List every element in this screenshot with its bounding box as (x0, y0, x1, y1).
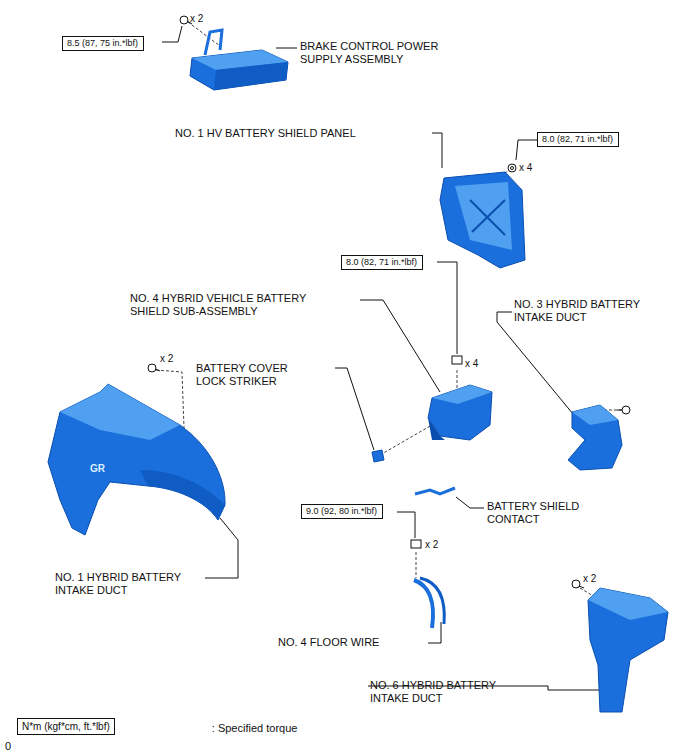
part-name: BATTERY COVER LOCK STRIKER (196, 362, 311, 388)
torque-value: N*m (kgf*cm, ft.*lbf) (22, 721, 110, 732)
battery-shield-sub-assembly (428, 385, 492, 440)
floor-wire (420, 578, 444, 624)
hv-battery-shield-panel (455, 182, 512, 250)
battery-shield-sub-assembly (428, 418, 445, 440)
battery-shield-contact (415, 488, 455, 494)
part-name: BRAKE CONTROL POWER SUPPLY ASSEMBLY (300, 40, 450, 66)
hv-battery-shield-panel (470, 200, 505, 235)
hv-battery-shield-panel (440, 172, 525, 268)
no3-intake-duct (568, 405, 622, 470)
no1-intake-duct (48, 384, 225, 535)
no6-intake-duct (588, 588, 668, 712)
battery-shield-contact (415, 488, 455, 494)
lock-striker (372, 450, 384, 462)
leader-line (276, 48, 297, 49)
fastener (617, 410, 622, 411)
fastener (148, 364, 156, 372)
brake-control-power-supply (190, 50, 288, 90)
hv-battery-shield-panel (440, 172, 525, 268)
floor-wire (414, 580, 433, 628)
quantity-label: x 2 (583, 572, 596, 585)
fastener (180, 16, 188, 24)
embossed-mark: GR (90, 462, 105, 475)
fastener (622, 406, 630, 414)
fastener (511, 167, 514, 170)
dashed-line (380, 425, 432, 455)
leader-line (497, 312, 578, 420)
leader-line (360, 300, 440, 392)
leader-line (397, 512, 415, 538)
part-name: NO. 4 HYBRID VEHICLE BATTERY SHIELD SUB-… (130, 292, 345, 318)
lock-striker (372, 450, 384, 462)
part-name: NO. 6 HYBRID BATTERY INTAKE DUCT (370, 679, 530, 705)
fastener (155, 369, 160, 371)
part-name: NO. 1 HV BATTERY SHIELD PANEL (175, 127, 356, 140)
brake-control-power-supply (205, 30, 222, 55)
figure-number: 0 (5, 740, 11, 753)
leader-line (205, 518, 238, 578)
no6-intake-duct (588, 588, 668, 712)
part-name: NO. 4 FLOOR WIRE (278, 636, 379, 649)
legend-box: N*m (kgf*cm, ft.*lbf): Specified torque (17, 718, 115, 735)
fastener (572, 580, 580, 588)
leader-line (162, 26, 182, 42)
leader-line (432, 133, 442, 168)
quantity-label: x 2 (425, 538, 438, 551)
part-name: NO. 3 HYBRID BATTERY INTAKE DUCT (514, 298, 669, 324)
torque-value: 8.5 (87, 75 in.*lbf) (67, 38, 138, 48)
no3-intake-duct (568, 405, 622, 470)
fastener (579, 586, 584, 588)
torque-box: 9.0 (92, 80 in.*lbf) (301, 504, 383, 519)
fastener (452, 356, 462, 364)
part-name: BATTERY SHIELD CONTACT (487, 500, 602, 526)
no3-intake-duct (572, 405, 618, 425)
torque-value: 8.0 (82, 71 in.*lbf) (542, 134, 613, 144)
quantity-label: x 2 (190, 12, 203, 25)
quantity-label: x 2 (160, 352, 173, 365)
torque-box: 8.0 (82, 71 in.*lbf) (341, 255, 423, 270)
torque-box: 8.5 (87, 75 in.*lbf) (62, 36, 144, 51)
leader-line (456, 497, 484, 508)
torque-box: 8.0 (82, 71 in.*lbf) (537, 132, 619, 147)
leader-line (516, 140, 537, 160)
leader-line (548, 690, 600, 691)
torque-value: 8.0 (82, 71 in.*lbf) (346, 257, 417, 267)
leader-line (335, 368, 374, 450)
dashed-line (188, 22, 220, 46)
leader-line (437, 262, 457, 354)
fastener (411, 540, 421, 548)
no1-intake-duct (60, 384, 180, 440)
no1-intake-duct (140, 470, 225, 520)
dashed-line (457, 370, 458, 392)
battery-shield-sub-assembly (428, 385, 492, 440)
brake-control-power-supply (190, 30, 288, 90)
brake-control-power-supply (214, 62, 288, 90)
floor-wire (414, 578, 444, 628)
quantity-label: x 4 (465, 357, 478, 370)
leader-line (162, 26, 600, 690)
dashed-line (416, 552, 417, 578)
no1-intake-duct (48, 384, 225, 535)
part-name: NO. 1 HYBRID BATTERY INTAKE DUCT (55, 571, 205, 597)
quantity-label: x 4 (519, 161, 532, 174)
torque-value: 9.0 (92, 80 in.*lbf) (306, 506, 377, 516)
no6-intake-duct (588, 588, 668, 620)
leader-line (428, 622, 441, 643)
fastener (508, 164, 516, 172)
battery-shield-sub-assembly (432, 385, 492, 404)
legend-text: : Specified torque (212, 722, 298, 734)
